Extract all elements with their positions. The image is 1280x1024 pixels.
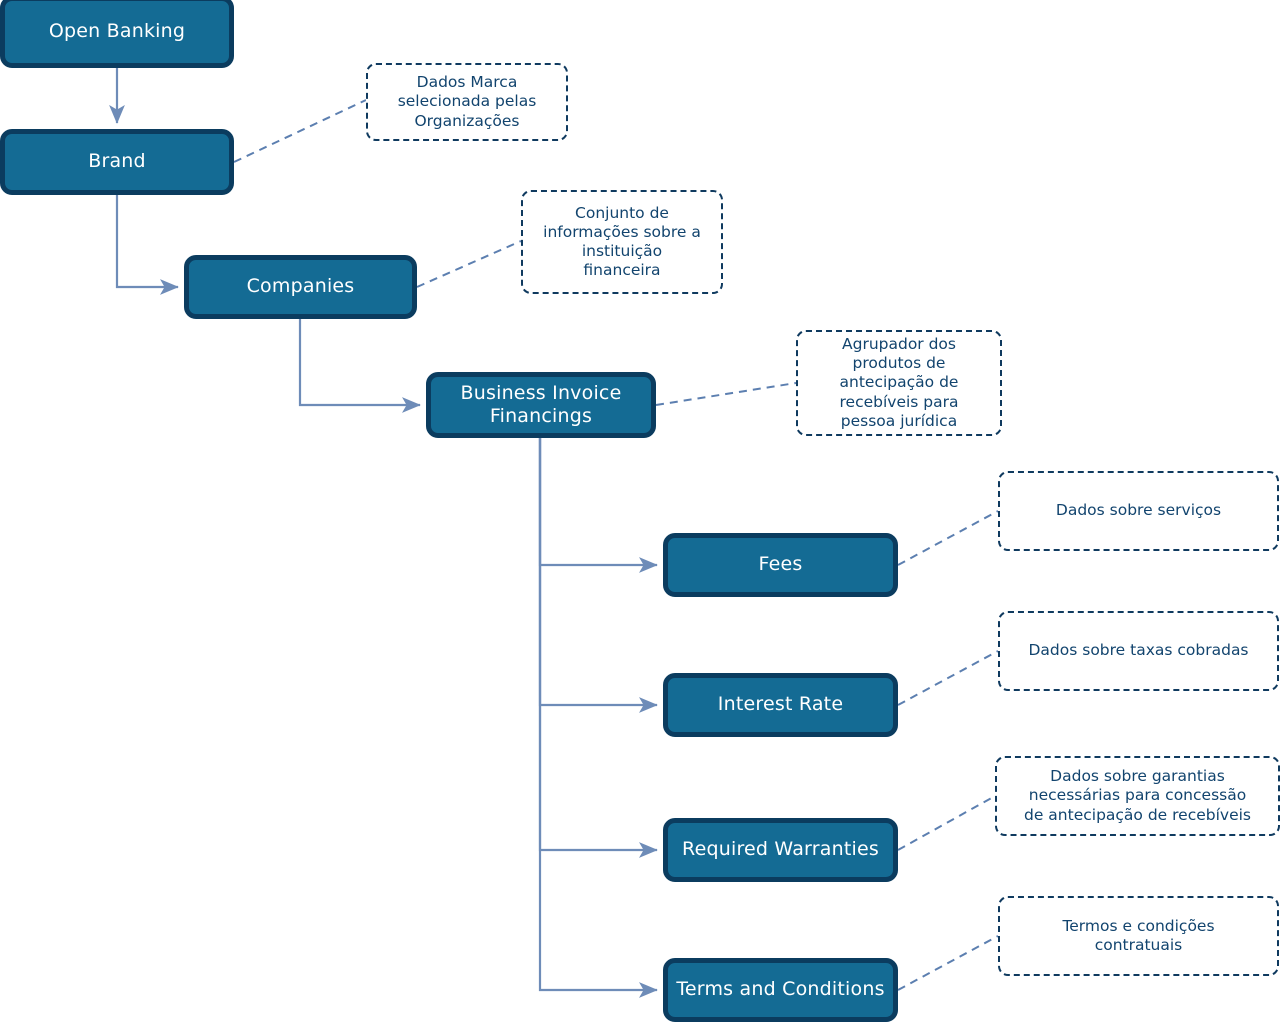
node-terms-and-conditions[interactable]: Terms and Conditions <box>663 958 898 1022</box>
node-business-invoice-financings[interactable]: Business Invoice Financings <box>426 372 656 438</box>
node-companies[interactable]: Companies <box>184 255 417 319</box>
note-fees: Dados sobre serviços <box>998 471 1279 551</box>
node-business-invoice-financings-label: Business Invoice Financings <box>460 381 622 427</box>
note-brand: Dados Marca selecionada pelas Organizaçõ… <box>366 63 568 141</box>
node-brand[interactable]: Brand <box>0 129 234 195</box>
link-interest-rate-note <box>897 650 999 706</box>
edge-bif-terms-and-conditions <box>538 438 658 998</box>
note-business-invoice-financings: Agrupador dos produtos de antecipação de… <box>796 330 1002 436</box>
node-brand-label: Brand <box>88 150 146 173</box>
link-required-warranties-note <box>897 795 996 851</box>
edge-brand-companies <box>115 195 179 295</box>
note-companies-label: Conjunto de informações sobre a institui… <box>543 203 701 280</box>
link-terms-note <box>897 935 999 991</box>
note-interest-rate: Dados sobre taxas cobradas <box>998 611 1279 691</box>
note-companies: Conjunto de informações sobre a institui… <box>521 190 723 294</box>
note-fees-label: Dados sobre serviços <box>1055 501 1222 520</box>
link-companies-note <box>416 240 522 288</box>
edge-bif-fees <box>538 438 658 573</box>
node-fees-label: Fees <box>758 553 803 576</box>
node-interest-rate[interactable]: Interest Rate <box>663 673 898 737</box>
node-required-warranties-label: Required Warranties <box>682 838 879 861</box>
note-interest-rate-label: Dados sobre taxas cobradas <box>1028 641 1249 660</box>
node-required-warranties[interactable]: Required Warranties <box>663 818 898 882</box>
node-interest-rate-label: Interest Rate <box>717 693 844 716</box>
link-brand-note <box>233 99 367 163</box>
edge-companies-business-invoice-financings <box>298 319 421 413</box>
note-required-warranties-label: Dados sobre garantias necessárias para c… <box>1024 767 1251 824</box>
edge-bif-required-warranties <box>538 438 658 858</box>
node-open-banking-label: Open Banking <box>48 20 186 43</box>
note-terms-and-conditions-label: Termos e condições contratuais <box>1062 916 1215 954</box>
node-companies-label: Companies <box>246 275 355 298</box>
node-fees[interactable]: Fees <box>663 533 898 597</box>
note-brand-label: Dados Marca selecionada pelas Organizaçõ… <box>397 73 537 130</box>
note-terms-and-conditions: Termos e condições contratuais <box>998 896 1279 976</box>
note-business-invoice-financings-label: Agrupador dos produtos de antecipação de… <box>839 335 959 430</box>
link-fees-note <box>897 510 999 566</box>
note-required-warranties: Dados sobre garantias necessárias para c… <box>995 756 1280 836</box>
edge-bif-interest-rate <box>538 438 658 713</box>
link-bif-note <box>655 382 797 406</box>
node-terms-and-conditions-label: Terms and Conditions <box>676 978 885 1001</box>
node-open-banking[interactable]: Open Banking <box>0 0 234 68</box>
